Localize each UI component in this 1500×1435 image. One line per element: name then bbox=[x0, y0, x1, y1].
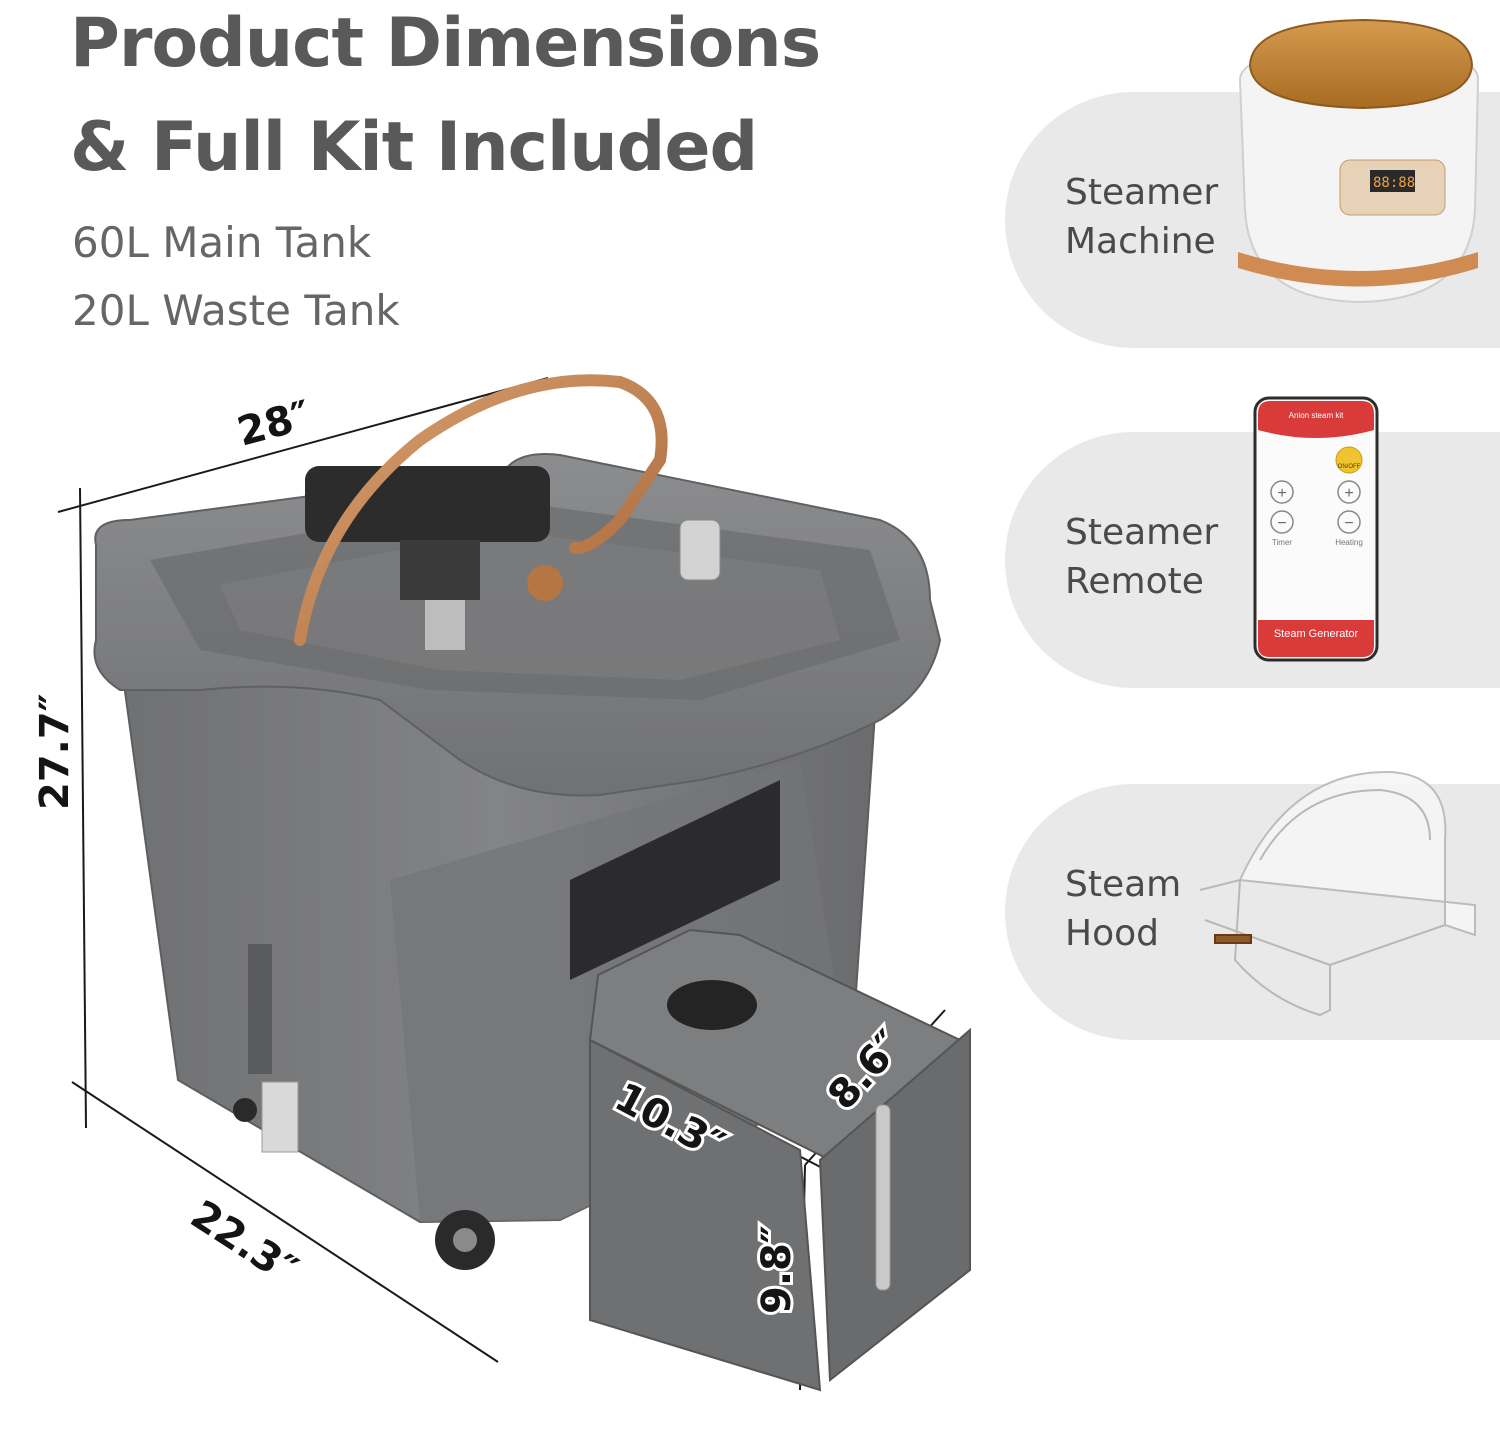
hose-fitting bbox=[527, 565, 563, 601]
drain-valve bbox=[261, 1081, 299, 1153]
control-label-plate bbox=[570, 780, 780, 980]
drawer-opening bbox=[667, 980, 757, 1030]
remote-brand: Anion steam kit bbox=[1289, 411, 1344, 420]
waste-tank-spec: 20L Waste Tank bbox=[72, 286, 400, 335]
power-icon bbox=[1335, 446, 1363, 474]
steamer-machine-icon: 88:88 bbox=[1238, 18, 1480, 304]
svg-text:−: − bbox=[1277, 515, 1286, 532]
heating-label: Heating bbox=[1335, 538, 1363, 547]
width-label: 28″ bbox=[233, 392, 316, 455]
waste-drawer bbox=[588, 928, 971, 1392]
title-line-1: Product Dimensions bbox=[70, 4, 821, 83]
steamer-display: 88:88 bbox=[1373, 175, 1415, 191]
title-line-2: & Full Kit Included bbox=[70, 108, 758, 187]
kit-item-steamer-remote: Steamer Remote bbox=[1005, 432, 1500, 688]
level-window bbox=[248, 944, 272, 1074]
timer-plus-icon bbox=[1270, 480, 1294, 504]
drawer-height-label: 9.8″ bbox=[754, 1225, 800, 1314]
svg-text:+: + bbox=[1344, 485, 1353, 502]
width-dimension-line bbox=[57, 377, 549, 513]
kit-item-label: Steam Hood bbox=[1065, 864, 1182, 954]
height-dimension-line bbox=[79, 487, 87, 1129]
kit-item-label: Steamer Remote bbox=[1065, 512, 1219, 602]
wheel bbox=[233, 1098, 257, 1122]
remote-icon: Anion steam kit ON/OFF + − + − Timer Hea… bbox=[1253, 396, 1379, 662]
svg-text:−: − bbox=[1344, 515, 1353, 532]
remote-footer: Steam Generator bbox=[1274, 628, 1359, 640]
depth-dimension-line bbox=[71, 1081, 499, 1363]
timer-minus-icon bbox=[1270, 510, 1294, 534]
shower-head bbox=[679, 519, 721, 581]
copper-hose bbox=[294, 374, 668, 646]
steam-hood-icon bbox=[1199, 770, 1476, 1017]
kit-item-label: Steamer Machine bbox=[1065, 172, 1219, 262]
main-tank-spec: 60L Main Tank bbox=[72, 218, 372, 267]
heating-plus-icon bbox=[1337, 480, 1361, 504]
height-label: 27.7″ bbox=[32, 693, 78, 810]
timer-label: Timer bbox=[1272, 538, 1292, 547]
svg-text:+: + bbox=[1277, 485, 1286, 502]
heating-minus-icon bbox=[1337, 510, 1361, 534]
power-label: ON/OFF bbox=[1338, 464, 1361, 470]
page-title: Product Dimensions & Full Kit Included bbox=[70, 0, 821, 200]
drawer-level-gauge bbox=[875, 1104, 891, 1291]
depth-label: 22.3″ bbox=[183, 1192, 306, 1294]
